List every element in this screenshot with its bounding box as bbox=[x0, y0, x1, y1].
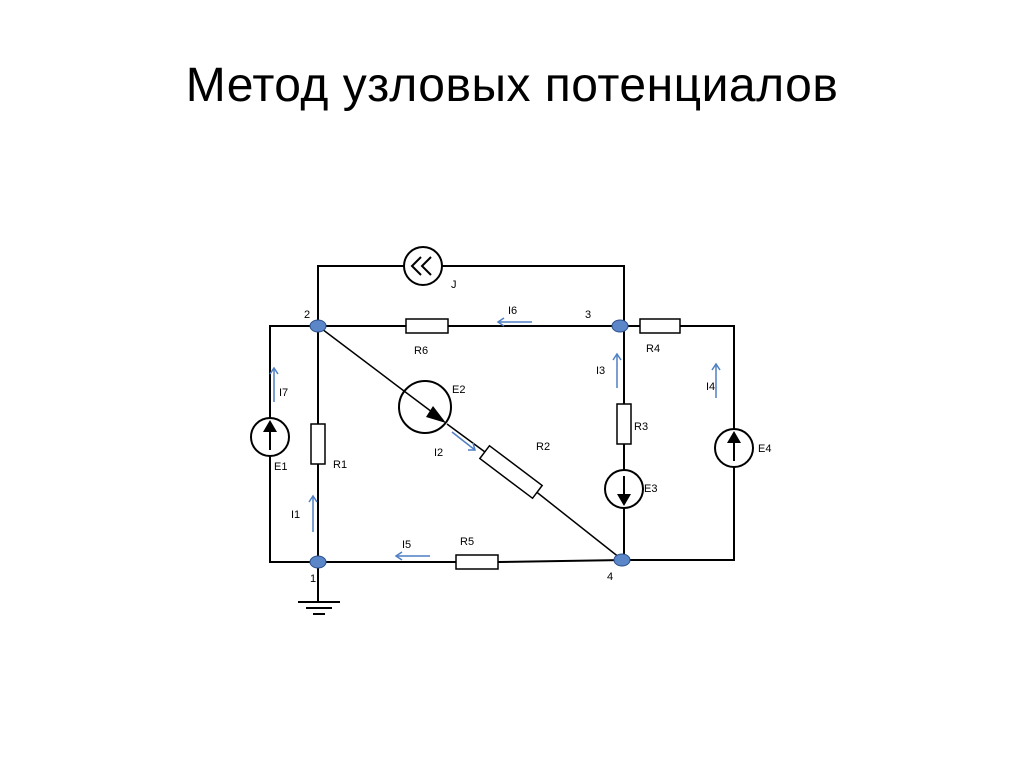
node-2-dot bbox=[309, 319, 327, 333]
source-e3 bbox=[604, 469, 644, 509]
source-e4 bbox=[714, 428, 754, 468]
slide-title: Метод узловых потенциалов bbox=[185, 59, 839, 112]
label-i6: I6 bbox=[508, 305, 517, 317]
current-arrow-i3 bbox=[612, 352, 622, 388]
label-i4: I4 bbox=[706, 381, 715, 393]
label-e2: E2 bbox=[452, 384, 465, 396]
resistor-r6 bbox=[405, 318, 449, 334]
label-r1: R1 bbox=[333, 459, 347, 471]
wire-e1-branch bbox=[269, 325, 318, 563]
node-3-dot bbox=[611, 319, 629, 333]
wire-diagonal bbox=[317, 325, 621, 559]
resistor-r3 bbox=[616, 403, 632, 445]
label-r4: R4 bbox=[646, 343, 660, 355]
resistor-r1 bbox=[310, 423, 326, 465]
wire-r4-branch bbox=[624, 325, 735, 561]
node-label-2: 2 bbox=[304, 309, 310, 321]
label-i7: I7 bbox=[279, 387, 288, 399]
resistor-r4 bbox=[639, 318, 681, 334]
label-r2: R2 bbox=[536, 441, 550, 453]
source-e1 bbox=[250, 417, 290, 457]
current-arrow-i6 bbox=[496, 317, 532, 327]
label-r3: R3 bbox=[634, 421, 648, 433]
node-1-dot bbox=[309, 555, 327, 569]
current-arrow-i5 bbox=[394, 551, 430, 561]
node-label-4: 4 bbox=[607, 571, 613, 583]
current-source-j bbox=[403, 246, 443, 286]
ground-symbol bbox=[298, 562, 340, 615]
label-i1: I1 bbox=[291, 509, 300, 521]
current-arrow-i2 bbox=[451, 431, 476, 451]
label-j: J bbox=[451, 279, 457, 291]
current-arrow-i7 bbox=[269, 366, 279, 402]
label-r5: R5 bbox=[460, 536, 474, 548]
label-i5: I5 bbox=[402, 539, 411, 551]
wire-bottom bbox=[318, 559, 625, 563]
wire-j-branch bbox=[317, 265, 625, 326]
label-i2: I2 bbox=[434, 447, 443, 459]
label-e3: E3 bbox=[644, 483, 657, 495]
label-r6: R6 bbox=[414, 345, 428, 357]
node-label-1: 1 bbox=[310, 573, 316, 585]
current-arrow-i4 bbox=[711, 362, 721, 398]
label-e4: E4 bbox=[758, 443, 771, 455]
resistor-r2 bbox=[478, 444, 544, 500]
label-i3: I3 bbox=[596, 365, 605, 377]
resistor-r5 bbox=[455, 554, 499, 570]
node-label-3: 3 bbox=[585, 309, 591, 321]
node-4-dot bbox=[613, 553, 631, 567]
current-arrow-i1 bbox=[308, 494, 318, 532]
label-e1: E1 bbox=[274, 461, 287, 473]
source-e2 bbox=[398, 380, 452, 434]
